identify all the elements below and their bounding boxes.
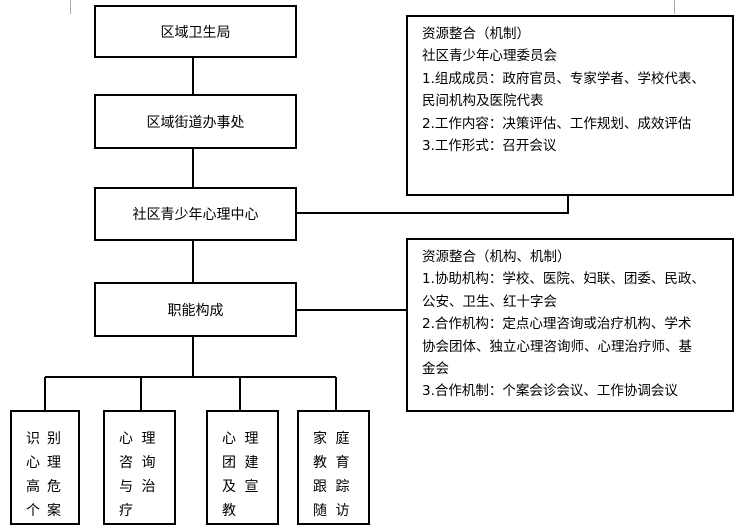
leaf-char: 踪 — [335, 479, 350, 495]
mechanism-box: 资源整合（机制） 社区青少年心理委员会 1.组成成员：政府官员、专家学者、学校代… — [406, 15, 734, 196]
leaf-char: 宣 — [244, 479, 259, 495]
leaf-char: 咨 — [119, 455, 133, 471]
leaf-char: 随 — [313, 503, 327, 519]
institution-line: 协会团体、独立心理咨询师、心理治疗师、基 — [422, 338, 692, 355]
street-office-label: 区域街道办事处 — [146, 114, 245, 131]
institution-box: 资源整合（机构、机制） 1.协助机构：学校、医院、妇联、团委、民政、 公安、卫生… — [406, 238, 734, 412]
bureau-box: 区域卫生局 — [94, 5, 297, 58]
mechanism-line: 民间机构及医院代表 — [422, 93, 544, 110]
institution-line: 3.合作机制：个案会诊会议、工作协调会议 — [422, 383, 678, 400]
psych-center-box: 社区青少年心理中心 — [94, 187, 297, 241]
leaf-char: 访 — [335, 503, 350, 519]
leaf-char: 询 — [141, 455, 156, 471]
street-office-box: 区域街道办事处 — [94, 94, 297, 149]
mechanism-line: 1.组成成员：政府官员、专家学者、学校代表、 — [422, 70, 705, 87]
leaf-char: 理 — [47, 455, 61, 471]
leaf-char: 家 — [313, 431, 327, 447]
leaf-char: 理 — [244, 431, 259, 447]
mechanism-line: 资源整合（机制） — [422, 26, 530, 42]
leaf-family-box: 家 庭 教 育 跟 踪 随 访 — [297, 410, 370, 525]
mechanism-line: 3.工作形式：召开会议 — [422, 138, 557, 155]
leaf-group-box: 心 理 团 建 及 宣 教 — [206, 410, 279, 525]
psych-center-label: 社区青少年心理中心 — [132, 207, 259, 223]
page-corner-mark-left — [70, 0, 71, 14]
leaf-char: 危 — [47, 479, 61, 495]
leaf-char: 庭 — [335, 431, 350, 447]
leaf-char: 跟 — [313, 479, 327, 495]
mechanism-line: 社区青少年心理委员会 — [422, 48, 557, 65]
institution-line: 金会 — [422, 361, 449, 378]
institution-line: 2.合作机构：定点心理咨询或治疗机构、学术 — [422, 316, 692, 333]
leaf-identify-box: 识 别 心 理 高 危 个 案 — [10, 410, 80, 525]
leaf-char — [142, 500, 165, 524]
composition-label: 职能构成 — [167, 302, 224, 319]
page-corner-mark-right — [674, 0, 675, 14]
mechanism-line: 2.工作内容：决策评估、工作规划、成效评估 — [422, 115, 692, 132]
leaf-char: 识 — [26, 431, 40, 447]
leaf-char: 理 — [141, 431, 156, 447]
institution-line: 资源整合（机构、机制） — [422, 249, 571, 265]
institution-line: 公安、卫生、红十字会 — [422, 293, 557, 310]
leaf-char: 育 — [335, 455, 350, 471]
leaf-char: 案 — [47, 503, 61, 519]
leaf-char: 心 — [119, 431, 133, 447]
leaf-char: 团 — [222, 455, 236, 471]
leaf-char: 教 — [313, 455, 327, 471]
composition-box: 职能构成 — [94, 282, 297, 337]
leaf-char: 高 — [26, 479, 40, 495]
leaf-counseling-box: 心 理 咨 询 与 治 疗 — [103, 410, 176, 525]
bureau-label: 区域卫生局 — [160, 24, 231, 41]
institution-line: 1.协助机构：学校、医院、妇联、团委、民政、 — [422, 271, 705, 288]
leaf-char: 别 — [47, 431, 61, 447]
leaf-char: 教 — [222, 503, 236, 519]
leaf-char: 建 — [244, 455, 259, 471]
leaf-char: 与 — [119, 479, 133, 495]
leaf-char: 及 — [222, 479, 236, 495]
leaf-char: 治 — [141, 479, 156, 495]
leaf-char: 个 — [26, 503, 40, 519]
leaf-char: 心 — [222, 431, 236, 447]
leaf-char: 疗 — [119, 503, 133, 519]
leaf-char: 心 — [26, 455, 40, 471]
leaf-char — [245, 500, 268, 524]
